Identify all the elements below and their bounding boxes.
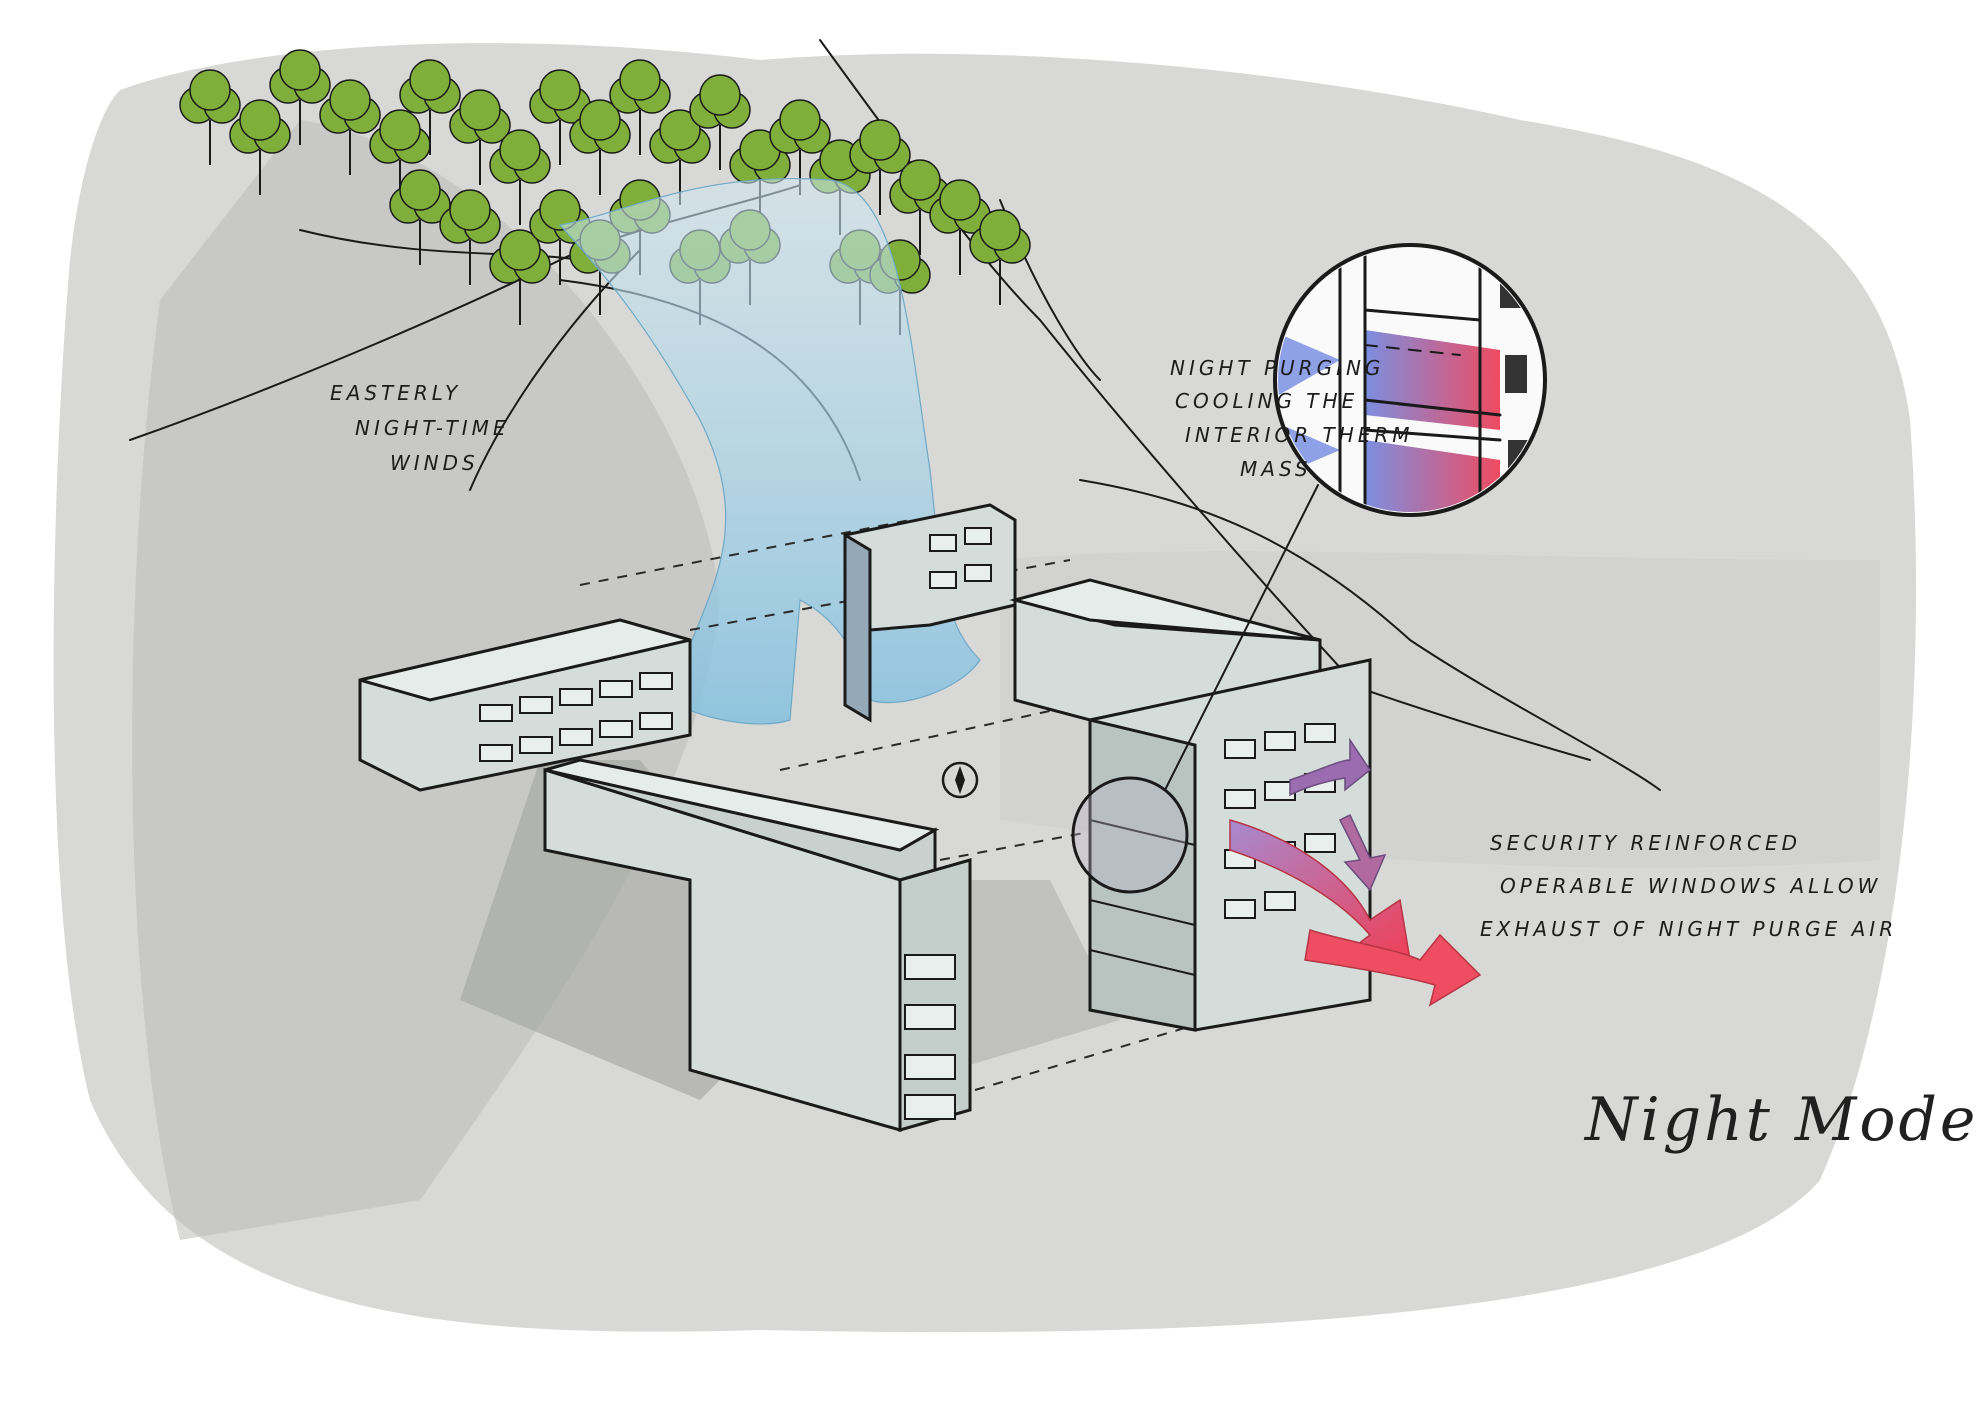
tree-icon xyxy=(969,209,1031,305)
security-windows-line-1: SECURITY REINFORCED xyxy=(1490,831,1801,855)
window xyxy=(904,1004,956,1030)
building-front-block xyxy=(543,758,972,1132)
tree-icon xyxy=(389,169,451,265)
window xyxy=(929,534,957,552)
window xyxy=(904,1054,956,1080)
tree-icon xyxy=(769,99,831,195)
night-purging-line-2: COOLING THE xyxy=(1175,389,1358,413)
tree-icon xyxy=(439,189,501,285)
tree-icon xyxy=(609,59,671,155)
easterly-winds-line-2: NIGHT-TIME xyxy=(355,416,510,440)
section-magnifier xyxy=(1071,484,1319,894)
window xyxy=(519,696,553,714)
window xyxy=(1224,789,1256,809)
north-compass-icon xyxy=(941,761,979,799)
window xyxy=(639,672,673,690)
tree-icon xyxy=(269,49,331,145)
window xyxy=(964,527,992,545)
tree-icon xyxy=(529,189,591,285)
easterly-winds-line-1: EASTERLY xyxy=(330,381,461,405)
tree-icon xyxy=(449,89,511,185)
window xyxy=(599,720,633,738)
tree-icon xyxy=(889,159,951,255)
window xyxy=(559,728,593,746)
window xyxy=(1224,739,1256,759)
window xyxy=(904,1094,956,1120)
window xyxy=(1304,723,1336,743)
tree-icon xyxy=(179,69,241,165)
window xyxy=(519,736,553,754)
tree-icon xyxy=(529,69,591,165)
tree-icon xyxy=(369,109,431,205)
easterly-winds-line-3: WINDS xyxy=(390,451,479,475)
tree-icon xyxy=(399,59,461,155)
night-purging-line-3: INTERIOR THERM xyxy=(1185,423,1414,447)
tree-icon xyxy=(489,229,551,325)
night-purging-line-4: MASS xyxy=(1240,457,1312,481)
window xyxy=(599,680,633,698)
window xyxy=(1224,899,1256,919)
tree-icon xyxy=(649,109,711,205)
tree-icon xyxy=(849,119,911,215)
window xyxy=(559,688,593,706)
tree-icon xyxy=(319,79,381,175)
warm-exhaust-arrows xyxy=(1229,737,1482,1007)
window xyxy=(1304,833,1336,853)
window xyxy=(964,564,992,582)
security-windows-line-3: EXHAUST OF NIGHT PURGE AIR xyxy=(1480,917,1897,941)
building-far-block xyxy=(843,503,1017,723)
window xyxy=(929,571,957,589)
building-left-block xyxy=(358,618,692,792)
tree-icon xyxy=(569,99,631,195)
security-windows-line-2: OPERABLE WINDOWS ALLOW xyxy=(1500,874,1881,898)
diagram-title: Night Mode xyxy=(1583,1085,1978,1155)
night-purging-line-1: NIGHT PURGING xyxy=(1170,356,1384,380)
window xyxy=(904,954,956,980)
window xyxy=(1264,891,1296,911)
tree-icon xyxy=(689,74,751,170)
window xyxy=(1264,731,1296,751)
window xyxy=(639,712,673,730)
window xyxy=(479,704,513,722)
tree-icon xyxy=(489,129,551,225)
window xyxy=(479,744,513,762)
tree-icon xyxy=(229,99,291,195)
inset-detail xyxy=(1273,243,1547,517)
